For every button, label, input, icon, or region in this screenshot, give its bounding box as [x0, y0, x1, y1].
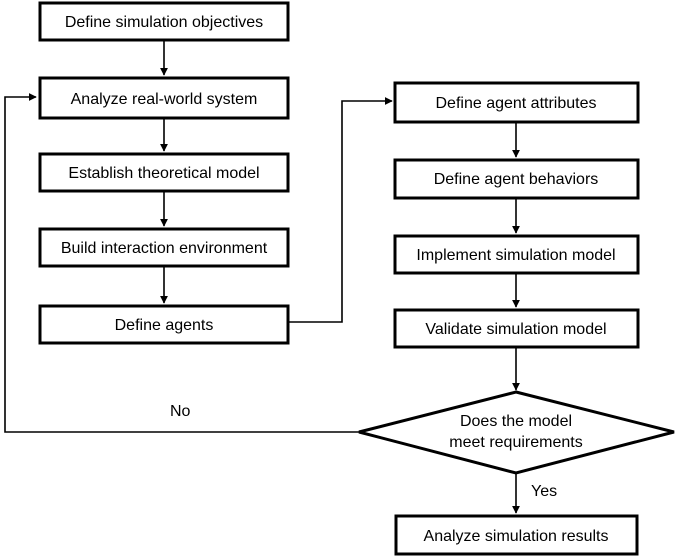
node-define-attributes: Define agent attributes	[393, 81, 640, 124]
node-define-behaviors: Define agent behaviors	[393, 158, 640, 200]
node-decision: Does the model meet requirements	[358, 390, 675, 475]
node-define-attributes-label: Define agent attributes	[436, 95, 597, 112]
node-analyze-results-label: Analyze simulation results	[424, 528, 609, 545]
node-analyze-system: Analyze real-world system	[38, 76, 290, 120]
arrow-decision-no-loop	[4, 93, 359, 433]
node-decision-label-line1: Does the model	[460, 413, 572, 430]
node-build-environment-label: Build interaction environment	[61, 240, 268, 257]
node-analyze-results: Analyze simulation results	[394, 514, 639, 556]
node-validate-model-label: Validate simulation model	[425, 321, 606, 338]
connectors	[4, 40, 520, 514]
node-define-agents: Define agents	[38, 304, 290, 345]
node-validate-model: Validate simulation model	[393, 308, 640, 349]
no-label: No	[170, 403, 191, 420]
node-define-objectives-label: Define simulation objectives	[65, 14, 263, 31]
node-define-objectives: Define simulation objectives	[38, 1, 290, 42]
node-implement-model: Implement simulation model	[393, 234, 640, 275]
node-establish-model: Establish theoretical model	[38, 152, 290, 193]
node-implement-model-label: Implement simulation model	[416, 247, 615, 264]
arrow-define-agents-to-attributes	[288, 97, 393, 323]
node-establish-model-label: Establish theoretical model	[68, 165, 259, 182]
node-build-environment: Build interaction environment	[38, 227, 290, 268]
node-define-behaviors-label: Define agent behaviors	[434, 171, 599, 188]
yes-label: Yes	[531, 483, 557, 500]
node-decision-label-line2: meet requirements	[449, 434, 582, 451]
node-analyze-system-label: Analyze real-world system	[71, 91, 258, 108]
node-define-agents-label: Define agents	[115, 317, 214, 334]
